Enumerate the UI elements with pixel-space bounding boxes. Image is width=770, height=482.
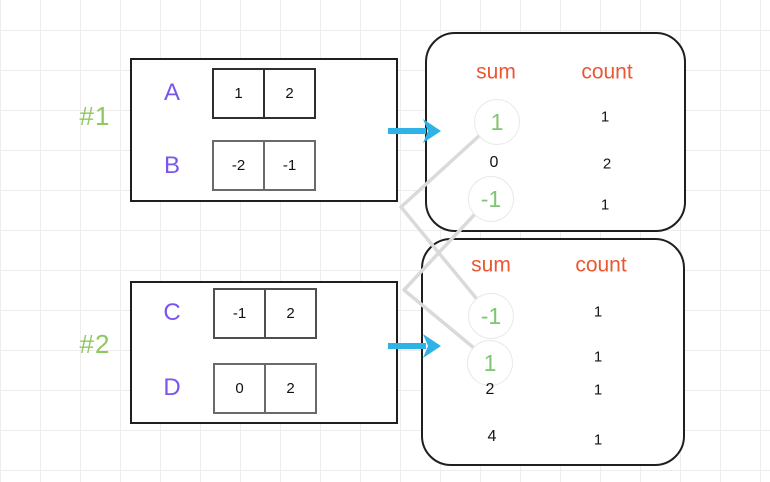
example-1-count-value: 2 [602, 155, 612, 173]
array-a-cell-1: 2 [263, 70, 314, 117]
example-1-count-value: 1 [600, 108, 610, 126]
array-b-cell-1: -1 [263, 142, 314, 189]
array-d-name: D [163, 374, 181, 401]
example-2-count-header: count [575, 253, 627, 277]
array-a-cell-0: 1 [234, 85, 243, 102]
array-d-cell-0: 0 [235, 380, 244, 397]
array-b-name: B [163, 152, 181, 179]
example-2-sum-table [421, 238, 685, 466]
example-2-sum-value-highlighted: 1 [467, 340, 513, 386]
array-d-cells: 0 2 [213, 363, 317, 414]
array-a-cells: 1 2 [212, 68, 316, 119]
example-2-sum-value: 4 [487, 428, 497, 445]
array-a-name: A [163, 79, 181, 106]
example-1-label: #1 [79, 101, 111, 131]
example-2-count-value: 1 [593, 381, 603, 399]
example-2-label: #2 [79, 329, 111, 359]
array-c-cells: -1 2 [213, 288, 317, 339]
example-1-sum-value-highlighted: -1 [468, 176, 514, 222]
array-d-cell-1: 2 [264, 365, 315, 412]
example-2-sum-value-highlighted: -1 [468, 293, 514, 339]
example-1-sum-value-highlighted: 1 [474, 99, 520, 145]
example-1-sum-table [425, 32, 686, 232]
array-b-cells: -2 -1 [212, 140, 316, 191]
example-1-sum-header: sum [476, 60, 516, 84]
example-1-sum-value: 0 [489, 154, 499, 171]
example-1-count-value: 1 [600, 196, 610, 214]
array-b-cell-0: -2 [231, 157, 246, 174]
array-c-name: C [163, 299, 181, 326]
example-2-count-value: 1 [593, 303, 603, 321]
example-2-sum-header: sum [471, 253, 511, 277]
array-c-cell-0: -1 [232, 305, 247, 322]
array-c-cell-1: 2 [264, 290, 315, 337]
example-2-count-value: 1 [593, 431, 603, 449]
example-1-count-header: count [581, 60, 633, 84]
example-2-sum-value: 2 [485, 381, 495, 398]
example-2-count-value: 1 [593, 348, 603, 366]
